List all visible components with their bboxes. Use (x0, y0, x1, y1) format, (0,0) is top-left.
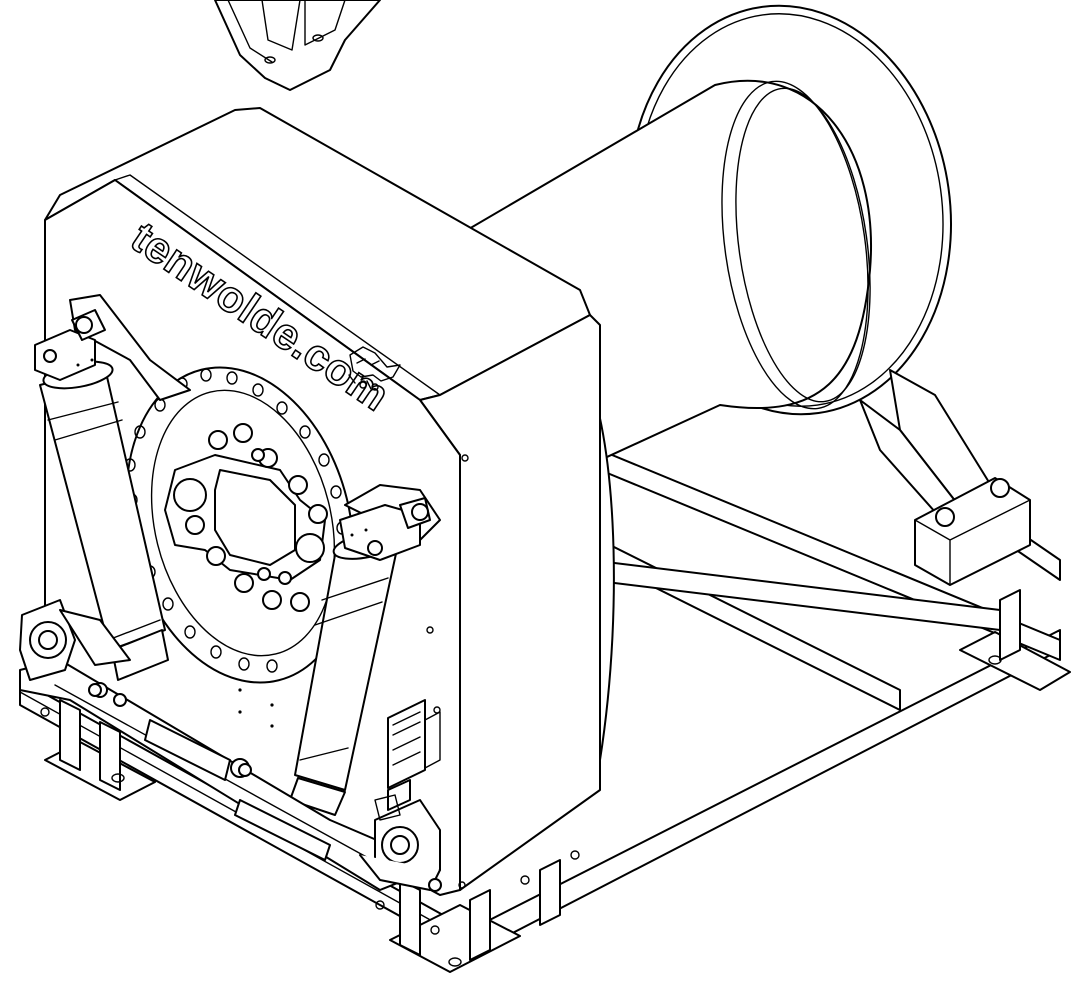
side-panel-details (238, 626, 441, 821)
tenwolde-wolf-logo-icon (348, 346, 401, 391)
hub-bolts (185, 423, 328, 612)
hydraulic-cylinder-right (289, 497, 431, 816)
upper-base-fragment (214, 0, 381, 91)
pivot-clevis-left (19, 599, 131, 681)
side-nameplate (387, 699, 441, 811)
hydraulic-cylinder-left (34, 309, 169, 681)
brake-band-lower (19, 659, 406, 891)
pivot-clevis-right (359, 799, 441, 891)
base-bolts (88, 683, 442, 892)
drum-support-pedestal (859, 369, 1031, 586)
motor-flange (124, 366, 355, 684)
